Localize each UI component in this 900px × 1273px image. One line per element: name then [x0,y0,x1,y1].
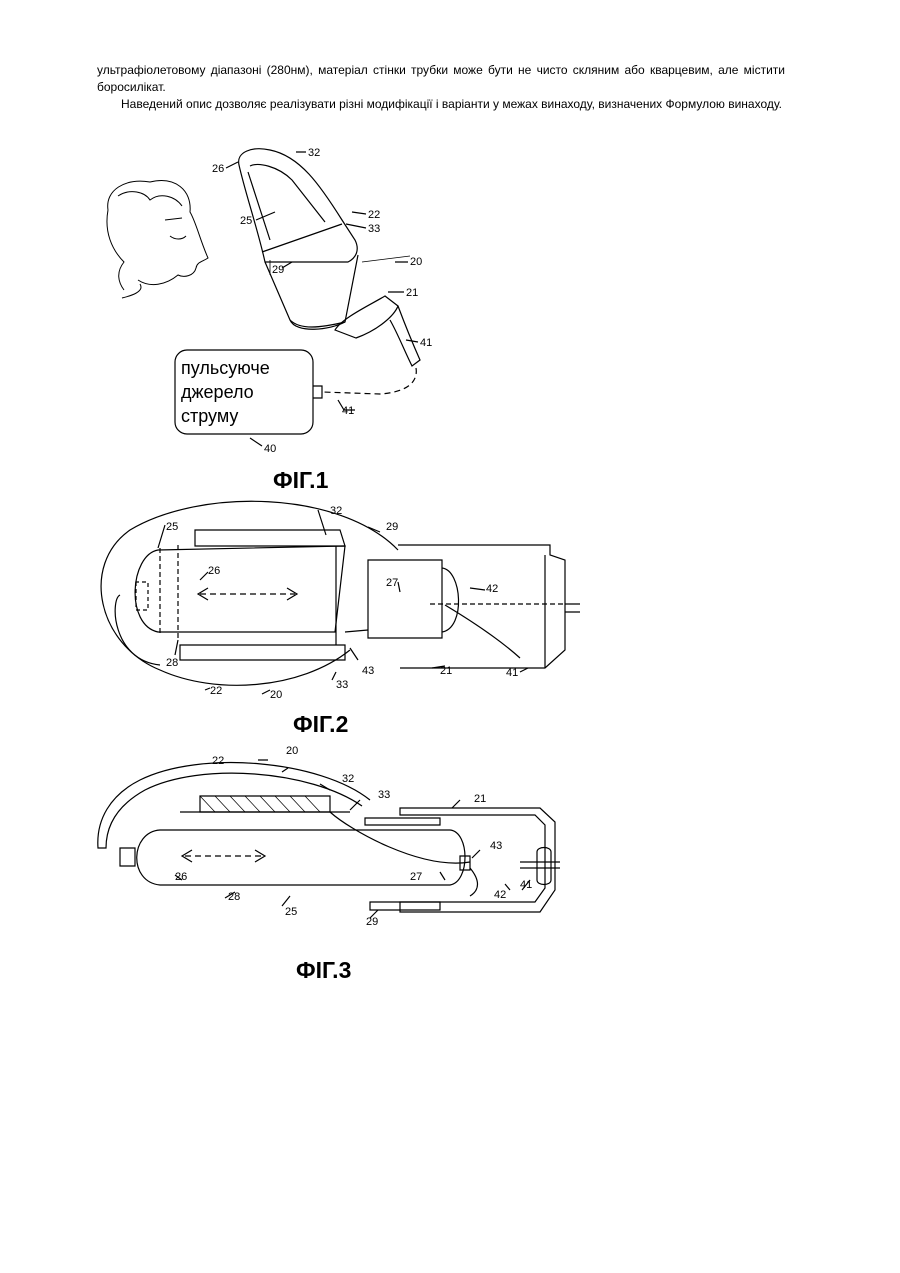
fig2-label-33: 33 [336,679,348,691]
fig3-label-41: 41 [520,879,532,891]
fig2-label-20: 20 [270,689,282,701]
fig2-label-42: 42 [486,583,498,595]
fig3-drawing: 22 20 32 33 21 43 26 27 41 42 28 25 29 Ф… [98,745,560,983]
fig3-outer-shell [98,763,370,848]
fig3-label-42: 42 [494,889,506,901]
fig2-label-21: 21 [440,665,452,677]
fig2-drawing: 32 29 25 26 27 42 28 43 21 41 33 22 20 Ф… [101,501,580,737]
fig3-label-33: 33 [378,789,390,801]
fig2-label-32: 32 [330,505,342,517]
fig2-caption: ФІГ.2 [293,711,348,737]
fig1-label-29: 29 [272,264,284,276]
fig3-label-29: 29 [366,916,378,928]
fig3-label-22: 22 [212,755,224,767]
fig1-cable [322,368,416,394]
fig3-label-20: 20 [286,745,298,757]
box-line-1: пульсуюче [181,358,270,378]
wand [239,149,420,366]
head-sketch [107,181,208,298]
fig3-label-26: 26 [175,871,187,883]
fig2-label-41: 41 [506,667,518,679]
box-line-2: джерело [181,382,254,402]
fig1-label-32: 32 [308,147,320,159]
fig1-drawing: пульсуюче джерело струму 32 26 25 22 33 … [107,147,432,493]
fig3-label-32: 32 [342,773,354,785]
fig1-label-41a: 41 [420,337,432,349]
fig1-label-41b: 41 [342,405,354,417]
fig2-label-28: 28 [166,657,178,669]
box-line-3: струму [181,406,238,426]
fig2-label-25: 25 [166,521,178,533]
fig1-caption: ФІГ.1 [273,467,329,493]
fig3-label-21: 21 [474,793,486,805]
fig2-label-27: 27 [386,577,398,589]
fig1-label-20: 20 [410,256,422,268]
fig3-label-27: 27 [410,871,422,883]
fig1-label-21: 21 [406,287,418,299]
fig2-label-29: 29 [386,521,398,533]
fig3-label-25: 25 [285,906,297,918]
fig3-label-28: 28 [228,891,240,903]
fig1-label-22: 22 [368,209,380,221]
fig1-label-26: 26 [212,163,224,175]
fig2-outer-shell [101,501,398,685]
fig3-label-43: 43 [490,840,502,852]
fig1-label-40: 40 [264,443,276,455]
fig2-label-43: 43 [362,665,374,677]
fig1-label-33: 33 [368,223,380,235]
fig2-label-26: 26 [208,565,220,577]
fig3-caption: ФІГ.3 [296,957,351,983]
fig1-label-25: 25 [240,215,252,227]
fig2-label-22: 22 [210,685,222,697]
